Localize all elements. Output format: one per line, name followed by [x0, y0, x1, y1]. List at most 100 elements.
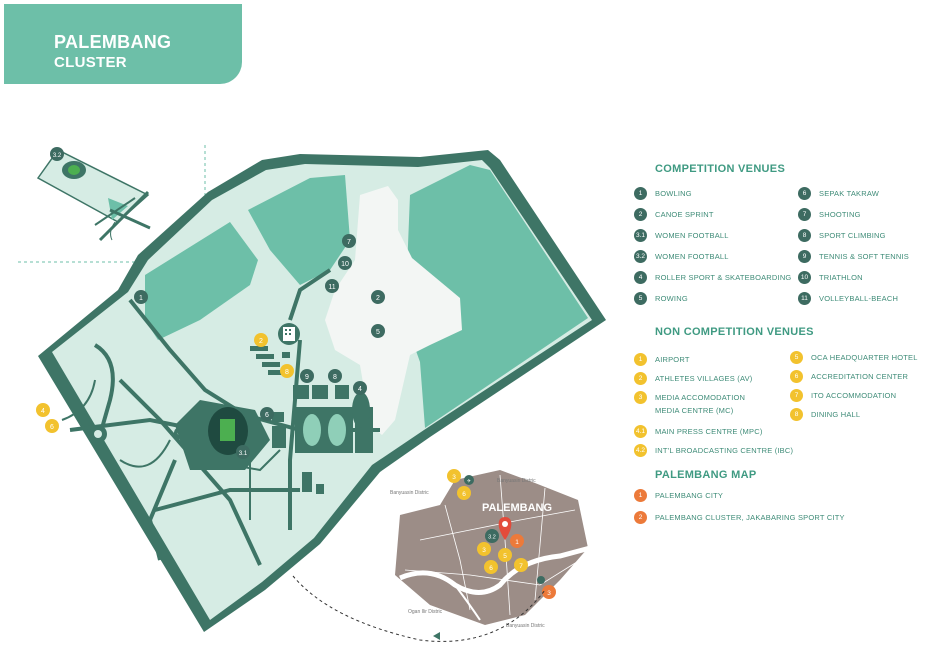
legend-badge: 7	[790, 388, 803, 402]
svg-text:2: 2	[376, 295, 380, 302]
inset-marker-city[interactable]: 1	[510, 534, 524, 548]
legend-badge: 3	[634, 390, 647, 404]
svg-text:3: 3	[452, 474, 456, 481]
legend-badge: 2	[634, 371, 647, 385]
marker-shooting[interactable]: 7	[342, 234, 356, 248]
inset-marker-oca-hotel[interactable]: 5	[498, 548, 512, 562]
legend-badge: 4.2	[634, 443, 647, 457]
marker-accreditation[interactable]: 6	[45, 419, 59, 433]
svg-text:2: 2	[259, 338, 263, 345]
legend-badge: 10	[798, 270, 811, 284]
inset-airport-icon[interactable]: ✈	[464, 475, 474, 485]
legend-label: WOMEN FOOTBALL	[655, 230, 729, 240]
marker-canoe-sprint[interactable]: 2	[371, 290, 385, 304]
marker-women-football-3-2[interactable]: 3.2	[50, 147, 64, 161]
connector-curve	[292, 575, 546, 642]
svg-text:7: 7	[347, 239, 351, 246]
competition-title: COMPETITION VENUES	[655, 163, 786, 175]
page-title: PALEMBANG	[54, 32, 172, 52]
inset-marker-accreditation[interactable]: 6	[457, 486, 471, 500]
marker-dining-hall[interactable]: 8	[280, 364, 294, 378]
svg-text:1: 1	[515, 539, 519, 546]
svg-text:3.2: 3.2	[53, 153, 62, 159]
svg-text:6: 6	[489, 565, 493, 572]
svg-text:7: 7	[519, 563, 523, 570]
legend-badge: 2	[634, 510, 647, 524]
buildings	[250, 346, 349, 494]
east-green	[405, 165, 588, 428]
svg-text:10: 10	[341, 261, 349, 268]
page-subtitle: CLUSTER	[54, 54, 127, 71]
marker-rowing[interactable]: 5	[371, 324, 385, 338]
legend-item: 7 SHOOTING	[798, 207, 861, 221]
inset-marker-media[interactable]: 3	[447, 469, 461, 483]
svg-text:5: 5	[503, 553, 507, 560]
paths	[61, 379, 281, 520]
legend-label: SHOOTING	[819, 209, 861, 219]
legend-badge: 4.1	[634, 424, 647, 438]
legend-label: PALEMBANG CLUSTER, JAKABARING SPORT CITY	[655, 512, 845, 522]
legend-badge: 3.2	[634, 249, 647, 263]
svg-text:4: 4	[358, 386, 362, 393]
legend-badge: 11	[798, 291, 811, 305]
header-banner: PALEMBANG CLUSTER	[4, 4, 242, 84]
marker-tennis[interactable]: 9	[300, 369, 314, 383]
n-green	[248, 175, 350, 285]
legend-badge: 4	[634, 270, 647, 284]
legend-label: INT'L BROADCASTING CENTRE (IBC)	[655, 445, 794, 455]
marker-mpc-ibc[interactable]: 4	[36, 403, 50, 417]
svg-text:1: 1	[139, 295, 143, 302]
marker-volleyball-beach[interactable]: 11	[325, 279, 339, 293]
palembang-map-title: PALEMBANG MAP	[655, 469, 757, 481]
legend-badge: 1	[634, 488, 647, 502]
legend-label: CANOE SPRINT	[655, 209, 714, 219]
inset-marker-jakabaring[interactable]: 3	[542, 585, 556, 599]
district-label: Banyuasin Distric	[390, 490, 429, 496]
legend-label: WOMEN FOOTBALL	[655, 251, 729, 261]
location-pin-icon	[498, 517, 512, 540]
legend-badge: 9	[798, 249, 811, 263]
legend-label: ROWING	[655, 293, 688, 303]
legend-badge: 6	[790, 369, 803, 383]
legend-label: DINING HALL	[811, 409, 861, 419]
legend-badge: 6	[798, 186, 811, 200]
district-label: Banyuasin Distric	[506, 623, 545, 629]
marker-sepak-takraw[interactable]: 6	[260, 407, 274, 421]
inset-marker-accreditation-b[interactable]: 6	[484, 560, 498, 574]
marker-women-football-3-1[interactable]: 3.1	[236, 445, 250, 459]
legend-subline: MEDIA CENTRE (MC)	[655, 406, 734, 415]
marker-roller-sport[interactable]: 4	[353, 381, 367, 395]
legend-label: ATHLETES VILLAGES (AV)	[655, 373, 753, 383]
hotel-icon	[278, 323, 300, 345]
district-label: Ogan Ilir Distric	[408, 609, 443, 615]
venue-markers: 1 2 5 7 10 11 6 4 9 8 3.1 3.2	[50, 147, 385, 459]
marker-bowling[interactable]: 1	[134, 290, 148, 304]
svg-text:11: 11	[328, 284, 335, 291]
svg-text:6: 6	[50, 424, 54, 431]
marker-triathlon[interactable]: 10	[338, 256, 352, 270]
legend-item: 2 PALEMBANG CLUSTER, JAKABARING SPORT CIT…	[634, 510, 845, 524]
inset-marker-cluster[interactable]: 3.2	[485, 529, 499, 543]
inset-marker-media-b[interactable]: 3	[477, 542, 491, 556]
inset-marker-ito[interactable]: 7	[514, 558, 528, 572]
svg-text:6: 6	[265, 412, 269, 419]
velodrome	[352, 392, 370, 428]
legend-item: 4.2 INT'L BROADCASTING CENTRE (IBC)	[634, 443, 793, 457]
marker-athletes-village[interactable]: 2	[254, 333, 268, 347]
legend-badge: 7	[798, 207, 811, 221]
lake	[325, 186, 462, 435]
svg-text:3: 3	[547, 590, 551, 597]
inset-marker-airport-dark[interactable]	[537, 576, 545, 584]
svg-text:9: 9	[305, 374, 309, 381]
svg-text:✈: ✈	[467, 479, 471, 485]
marker-sport-climbing[interactable]: 8	[328, 369, 342, 383]
